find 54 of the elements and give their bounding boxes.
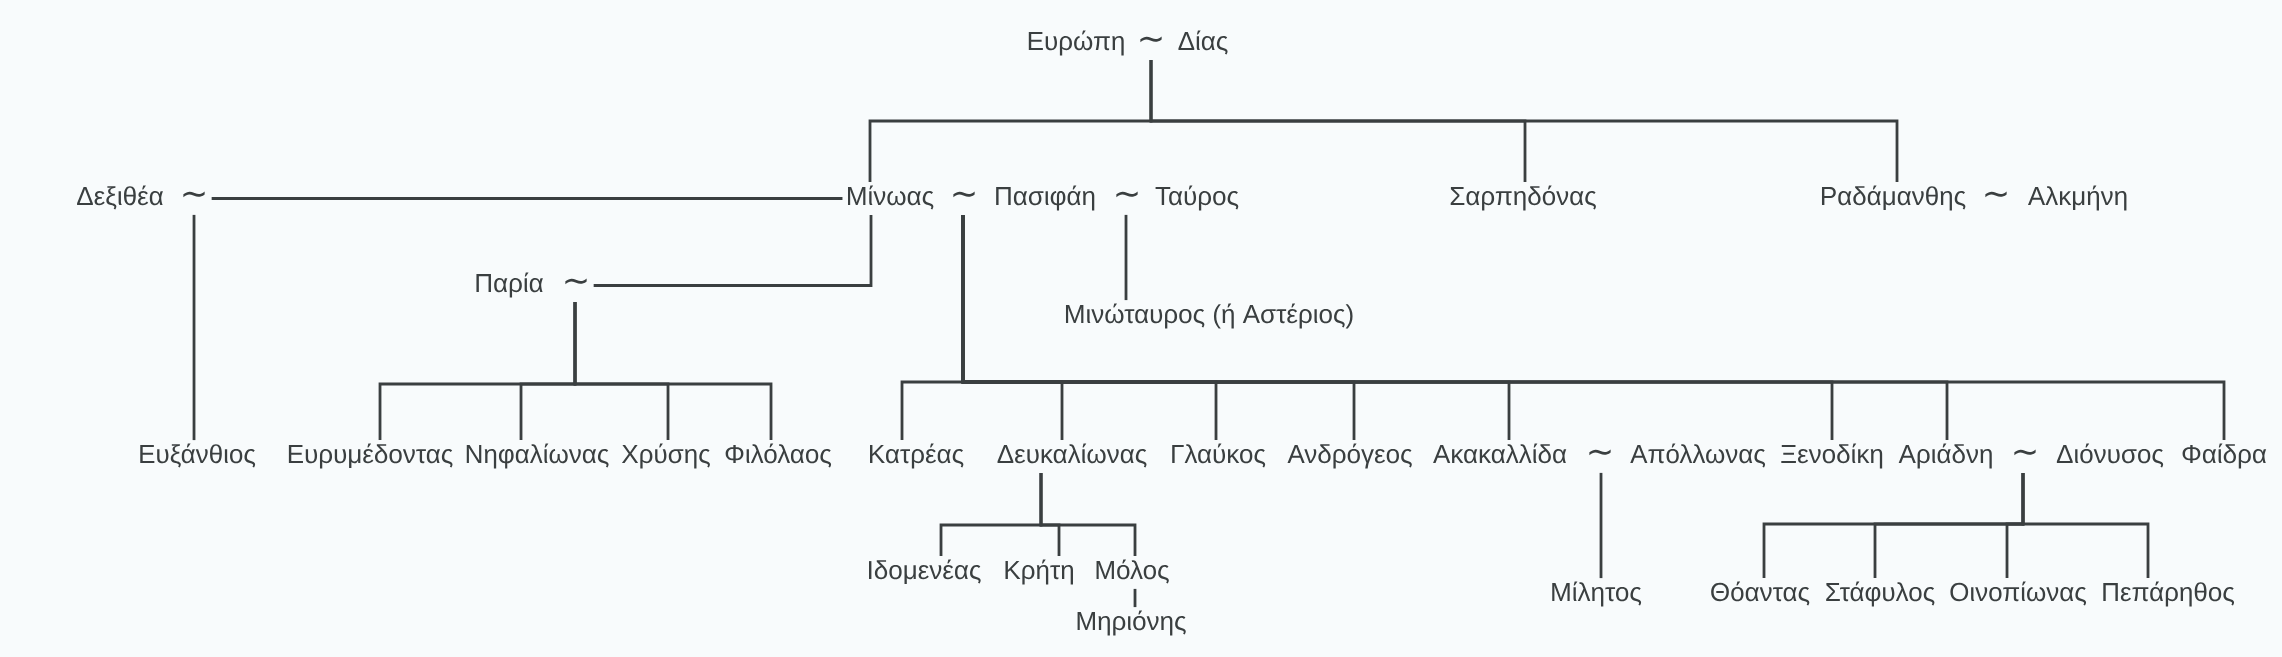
person-name: Φαίδρα xyxy=(2182,443,2267,469)
person-name: Δεξιθέα xyxy=(77,185,163,210)
marriage-tilde: ~ xyxy=(183,191,205,198)
person-name: Ξενοδίκη xyxy=(1781,443,1883,469)
person-name: Απόλλωνας xyxy=(1630,443,1766,468)
person-name: Οινοπίωνας xyxy=(1950,581,2087,606)
person-name: Γλαύκος xyxy=(1172,443,1266,468)
person-name: Ευρυμέδοντας xyxy=(288,443,453,469)
marriage-tilde: ~ xyxy=(1116,191,1138,198)
marriage-tilde: ~ xyxy=(953,191,975,198)
descent-line xyxy=(961,214,2226,441)
person-name: Μίνωας xyxy=(848,185,934,210)
descent-line xyxy=(1599,472,1603,579)
person-name: Αλκμήνη xyxy=(2027,185,2127,211)
person-name: Ευρώπη xyxy=(1028,30,1124,56)
person-name: Παρία xyxy=(476,272,543,298)
person-name: Σαρπηδόνας xyxy=(1450,185,1596,211)
person-name: Ραδάμανθης xyxy=(1821,185,1966,211)
marriage-tilde: ~ xyxy=(565,278,587,285)
marriage-line xyxy=(211,197,843,200)
person-name: Φιλόλαος xyxy=(725,443,832,468)
person-name: Κατρέας xyxy=(870,443,964,469)
person-name: Θόαντας xyxy=(1711,581,1810,606)
marriage-line xyxy=(593,214,873,287)
person-name: Πασιφάη xyxy=(996,185,1095,211)
person-name: Ακακαλλίδα xyxy=(1433,443,1567,464)
person-name: Αριάδνη xyxy=(1898,443,1992,469)
person-name: Μίλητος xyxy=(1552,581,1642,607)
marriage-tilde: ~ xyxy=(1985,191,2007,198)
person-name: Ταύρος xyxy=(1155,185,1239,211)
descent-line xyxy=(1133,588,1137,608)
person-name: Ευξάνθιος xyxy=(140,443,256,468)
descent-line xyxy=(192,214,196,441)
descent-line xyxy=(2021,472,2150,579)
person-name: Χρύσης xyxy=(621,443,710,469)
person-name: Ιδομενέας xyxy=(869,559,981,584)
marriage-tilde: ~ xyxy=(1589,449,1611,456)
descent-line xyxy=(1149,59,1899,183)
person-name: Δίας xyxy=(1178,30,1228,55)
person-name: Μηριόνης xyxy=(1077,610,1186,636)
person-name: Μόλος xyxy=(1096,559,1169,584)
person-name: Δευκαλίωνας xyxy=(997,443,1147,468)
person-name: Διόνυσος xyxy=(2056,443,2164,468)
marriage-tilde: ~ xyxy=(2014,449,2036,456)
descent-line xyxy=(1039,472,1137,557)
person-name: Μινώταυρος (ή Αστέριος) xyxy=(1066,303,1353,329)
marriage-tilde: ~ xyxy=(1140,36,1162,43)
person-name: Κρήτη xyxy=(1005,559,1073,585)
person-name: Πεπάρηθος xyxy=(2103,581,2235,607)
descent-line xyxy=(573,301,773,441)
person-name: Στάφυλος xyxy=(1826,581,1935,607)
descent-line xyxy=(1124,214,1128,301)
person-name: Νηφαλίωνας xyxy=(466,443,609,469)
person-name: Ανδρόγεος xyxy=(1287,443,1412,469)
